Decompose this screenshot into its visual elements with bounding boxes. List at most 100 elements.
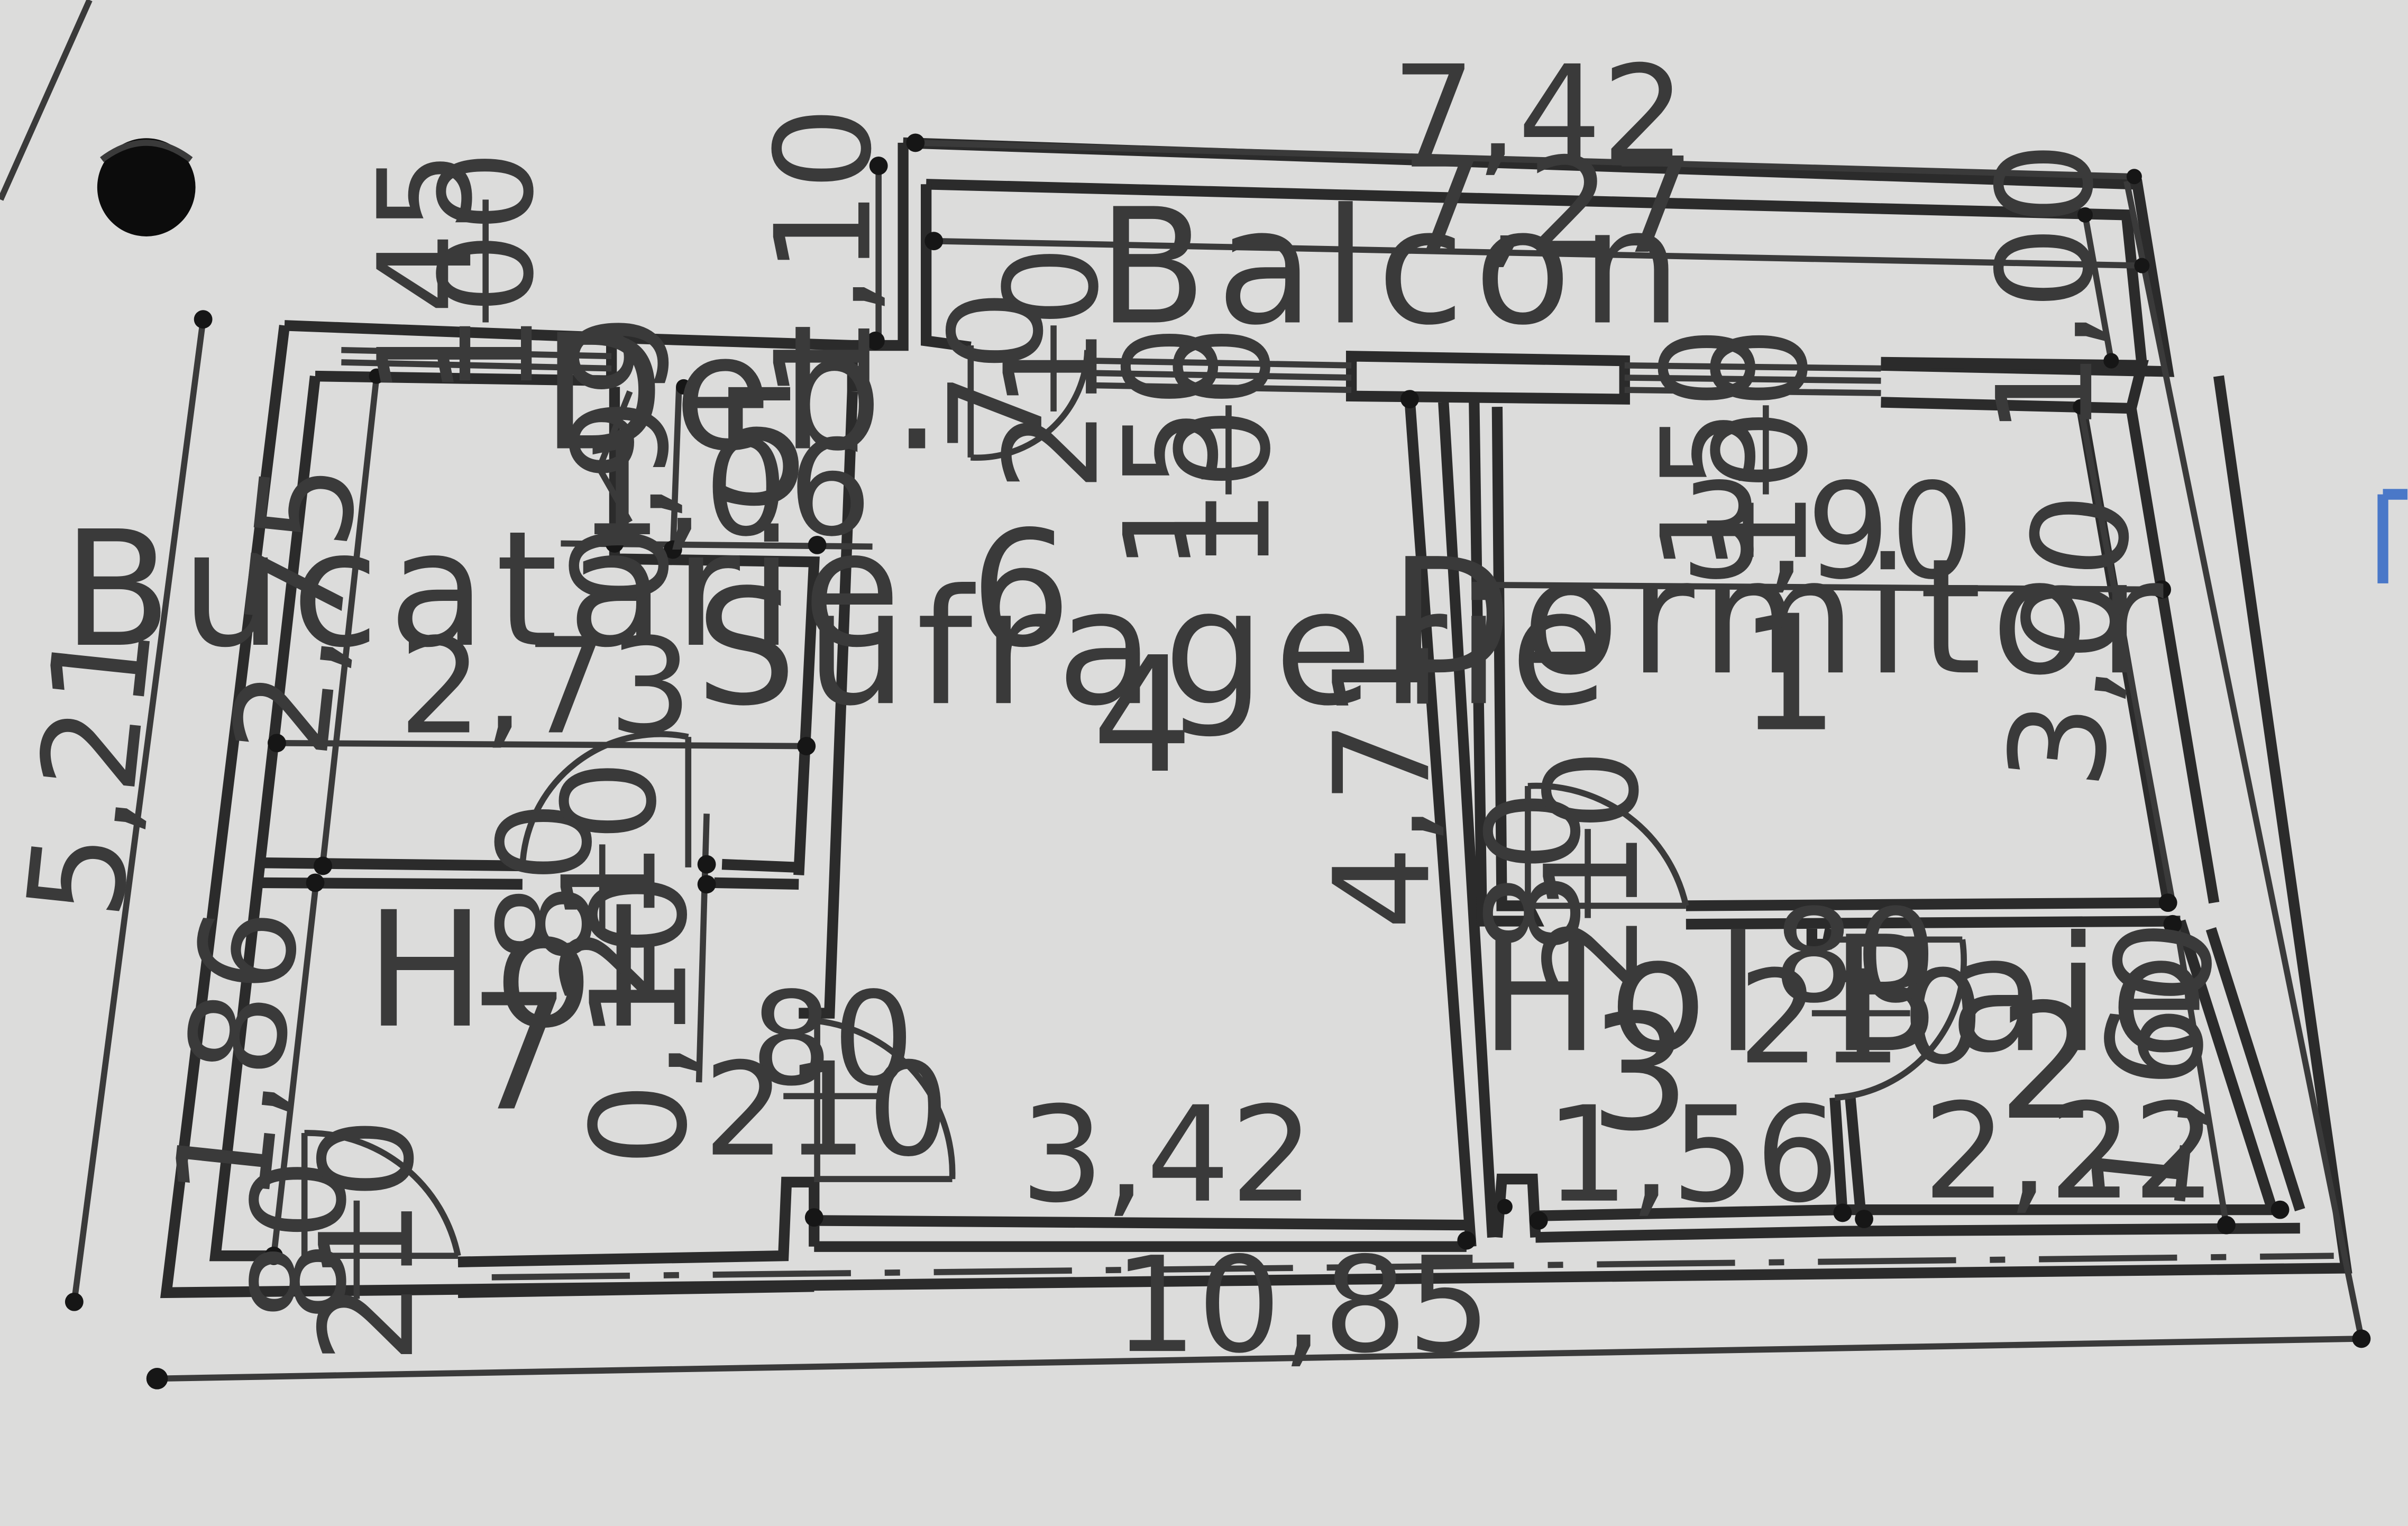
hall7-bottom-wall [457,1176,820,1267]
door-living-swing [814,1018,956,1182]
dim-point [268,734,286,753]
dimension-labels: 7,42 7,27 1,10 1,00 5,21 10,85 2,73 2,75… [0,37,2245,1382]
dim-point [1457,1231,1476,1250]
door-living-width: 80 [750,965,914,1114]
dim-label-balcony-depth-left: 1,10 [747,106,901,400]
dim-label-bedroom-depth: 3,00 [1979,486,2162,794]
dimension-points [65,133,2371,1390]
dimline-right-extension [2123,180,2365,1340]
room-label-hol-7: Hol [365,878,655,1064]
dim-point [194,310,213,329]
bath-left-wall [1829,1097,1866,1217]
dim-label-kitchen-width: 2,73 [398,609,692,763]
dim-point [697,875,716,894]
window-bedroom-height: 100 [1687,327,1836,573]
hall7-bottom-wall-outer [457,1281,814,1298]
pier-wall-1 [1345,351,1630,405]
dim-point [306,873,325,892]
dimline-bath-depth [2174,928,2230,1226]
dim-point [65,1292,84,1311]
dim-point [869,157,888,175]
dim-point [2163,915,2182,934]
dimline-kitchen-width [277,739,807,750]
dimline-balcony-outer [915,140,2135,180]
balcony-inner-wall [926,179,2147,366]
punch-hole [97,138,196,236]
dim-label-overall-depth: 5,21 [0,616,182,925]
storage-door-mark [596,390,633,524]
dim-point [314,856,332,875]
dim-point [808,535,827,554]
dim-label-balcony-outer-width: 7,42 [1391,37,1686,191]
storage-kitchen-wall [609,387,820,875]
dim-point [369,368,384,384]
door-bath-width: 80 [1773,882,1937,1031]
door-kitchen-height: 210 [535,760,685,1006]
dim-label-hall7-depth: 1,86 [145,900,329,1209]
dim-label-living-width: 3,42 [1020,1078,1314,1232]
dimline-hall7-depth [270,890,318,1256]
dim-point [1497,1199,1513,1214]
dim-point [924,232,944,251]
dim-point [2103,353,2119,369]
dim-point [2126,169,2142,185]
door-kitchen-width: 80 [471,801,621,965]
dim-point [264,1246,283,1265]
kitchen-hall-wall-inner [258,877,799,890]
room-number-deb: 5 [711,356,813,542]
dim-point [663,540,682,559]
door-bedroom-width: 80 [1460,790,1609,954]
window-living-height: 100 [1149,325,1299,571]
pier-wall-2 [1881,357,2149,414]
door-balcony-swing [967,345,1091,461]
paper-edge-line [0,0,93,201]
bath-door-jamb [1806,927,1836,950]
axis-line-bottom [491,1253,2334,1281]
punch-hole-rim [100,140,193,162]
dim-label-kitchen-depth: 2,75 [204,455,388,763]
dim-point [2073,399,2089,415]
window-living-width: 150 [1097,325,1247,571]
room-label-bucatarie: Bucatarie 6 [62,497,1081,683]
door-bedroom-swing [1525,782,1689,909]
window-kitchen-glazing [341,346,612,372]
dim-point [2270,1200,2290,1219]
dimline-kitchen-depth [319,376,380,863]
door-kitchen-swing [519,731,692,868]
room-number-sufragerie: 4 [1092,623,1193,809]
room-number-baie: 2 [1998,970,2099,1156]
dim-point [605,534,624,553]
dimline-overall-width [157,1336,2362,1382]
dim-point [906,133,925,152]
walls [160,137,2352,1299]
dim-label-bath-width: 2,22 [1923,1075,2217,1229]
door-balcony-width: 70 [922,289,1072,453]
opening-labels: 145 100 70 210 150 100 150 100 80 210 80… [225,150,1984,1364]
door-living-height: 210 [703,1036,949,1185]
bedroom-left-wall [1469,402,1544,927]
dim-point [866,331,885,350]
dimline-balcony-right [2082,214,2114,362]
living-right-wall [1404,398,1498,1247]
dim-point [1477,575,1496,595]
living-left-wall [799,391,858,1019]
window-kitchen-width: 145 [351,150,501,396]
dim-point [697,855,716,874]
dim-point [1855,1210,1873,1228]
room-number-hol-7: 7 [469,961,570,1147]
door-bedroom-height: 210 [1518,749,1668,995]
room-labels: Balcon Deb. 5 Bucatarie 6 Sufragerie 4 D… [62,175,2208,1167]
outer-wall-perimeter [160,325,2352,1299]
fraction-bars [353,199,1910,1299]
door-bath-swing [1830,936,1967,1101]
dim-label-balcony-depth-right: 1,00 [1968,142,2122,436]
dim-point [2217,1216,2236,1235]
windows [341,346,1881,396]
dim-label-storage-width: 1,06 [578,412,872,565]
window-living-glazing [1093,358,1352,394]
dim-point [797,737,816,755]
dim-point [146,1368,168,1390]
window-bedroom-glazing [1624,362,1881,396]
